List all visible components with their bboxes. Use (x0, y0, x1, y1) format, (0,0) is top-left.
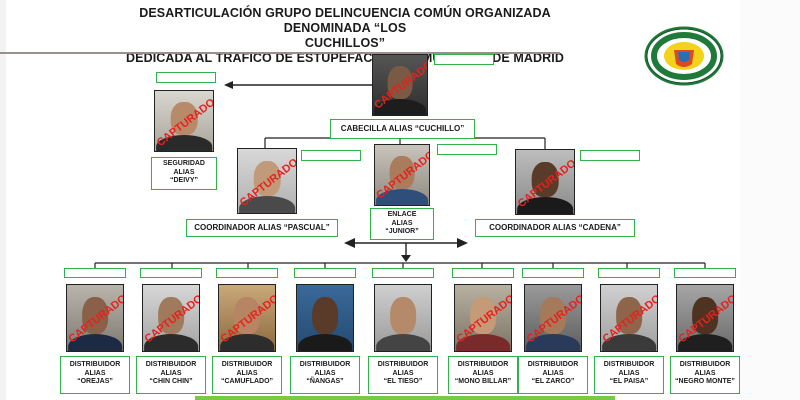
distributor-photo (374, 284, 432, 352)
distributor-name-box (372, 268, 434, 278)
distributor-photo: CAPTURADO (66, 284, 124, 352)
security-name-box (156, 72, 216, 83)
link-junior-photo: CAPTURADO (374, 144, 430, 206)
distributor-photo: CAPTURADO (218, 284, 276, 352)
police-seal-icon (644, 26, 724, 86)
distributor-name-box (674, 268, 736, 278)
distributor-name-box (452, 268, 514, 278)
coordinator-pascual-photo: CAPTURADO (237, 148, 297, 214)
coordinator-cadena-label: COORDINADOR ALIAS “CADENA” (475, 219, 635, 237)
coordinator-cadena-photo: CAPTURADO (515, 149, 575, 215)
security-photo: CAPTURADO (154, 90, 214, 152)
security-label: SEGURIDAD ALIAS “DEIVY” (151, 157, 217, 190)
link-junior-label: ENLACE ALIAS “JUNIOR” (370, 208, 434, 240)
left-margin-strip (0, 0, 6, 400)
distributor-photo: CAPTURADO (600, 284, 658, 352)
title-line-2: CUCHILLOS” (304, 36, 386, 50)
distributor-name-box (598, 268, 660, 278)
leader-name-box (434, 54, 494, 65)
distributor-name-box (64, 268, 126, 278)
distributor-name-box (522, 268, 584, 278)
right-margin-strip (740, 0, 800, 400)
distributor-name-box (140, 268, 202, 278)
distributor-photo: CAPTURADO (524, 284, 582, 352)
distributor-photo: CAPTURADO (676, 284, 734, 352)
title-line-1: DESARTICULACIÓN GRUPO DELINCUENCIA COMÚN… (139, 6, 551, 35)
leader-label: CABECILLA ALIAS “CUCHILLO” (330, 119, 475, 139)
header-divider (0, 52, 560, 54)
distributor-name-box (294, 268, 356, 278)
distributor-name-box (216, 268, 278, 278)
coordinator-cadena-name-box (580, 150, 640, 161)
distributor-photo (296, 284, 354, 352)
distributor-photo: CAPTURADO (454, 284, 512, 352)
bottom-accent-bar (195, 396, 615, 400)
link-junior-name-box (437, 144, 497, 155)
coordinator-pascual-label: COORDINADOR ALIAS “PASCUAL” (186, 219, 338, 237)
leader-photo: CAPTURADO (372, 54, 428, 116)
coordinator-pascual-name-box (301, 150, 361, 161)
distributor-photo: CAPTURADO (142, 284, 200, 352)
